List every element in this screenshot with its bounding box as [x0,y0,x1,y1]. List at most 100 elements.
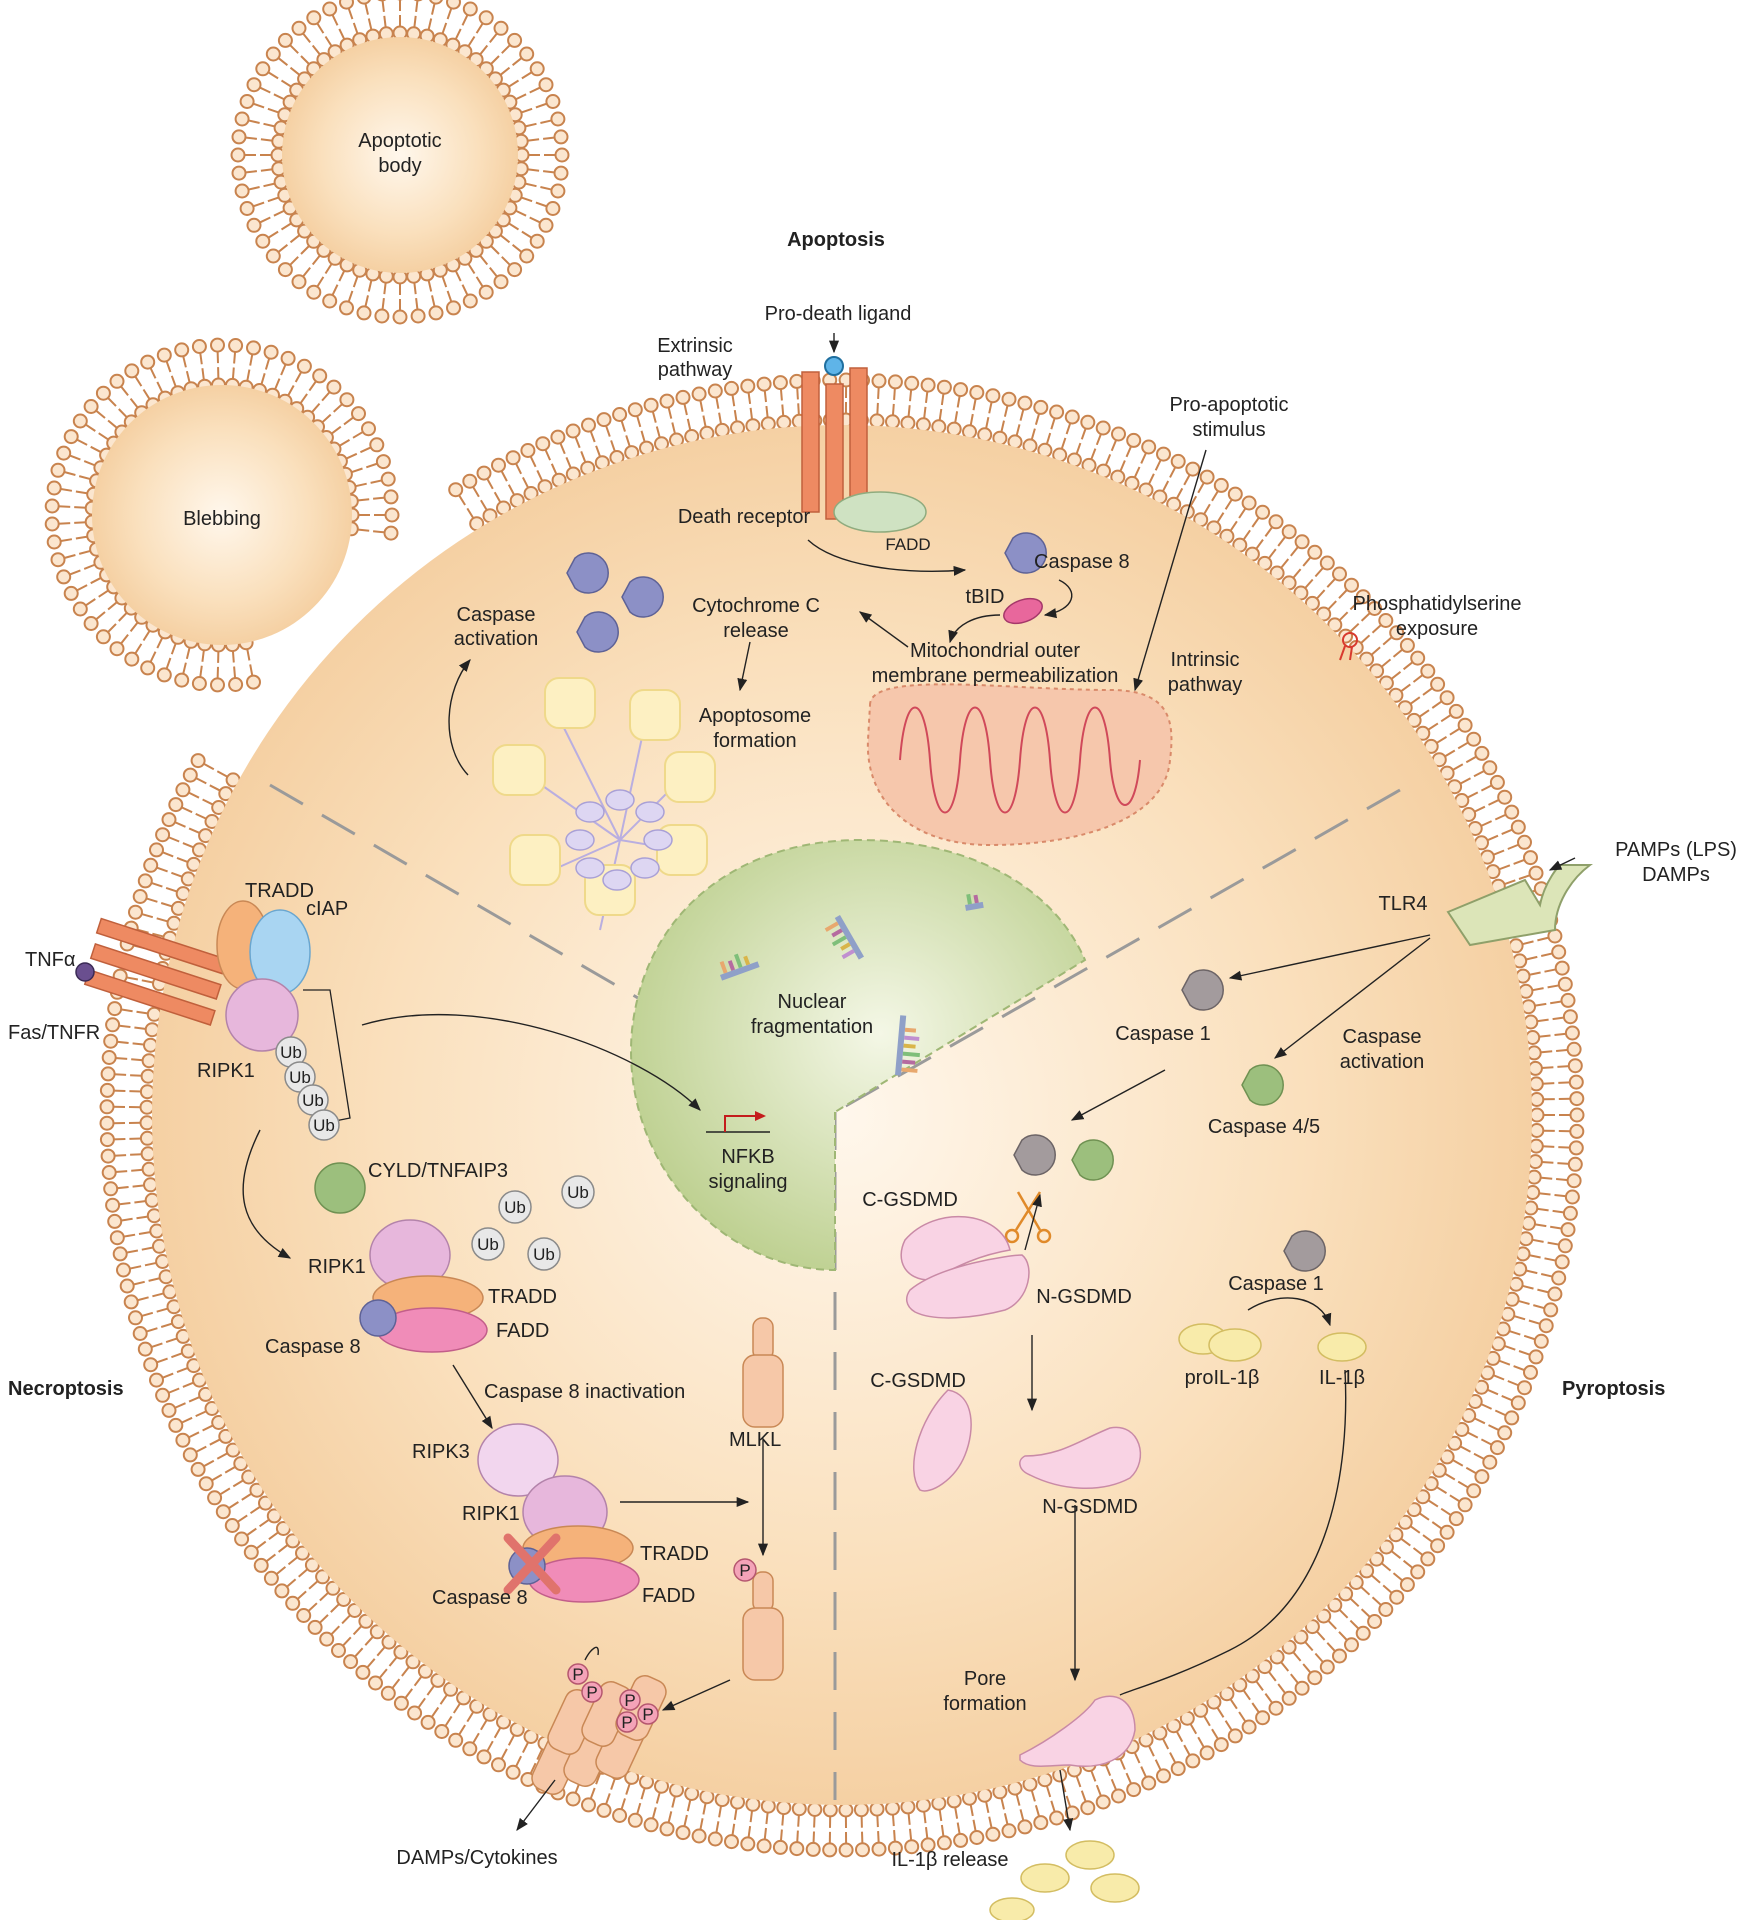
blebbing-label: Blebbing [183,508,261,530]
apoptotic-body-label-1: Apoptotic [358,130,441,152]
pathway-arrows [242,333,1576,1832]
ub-label-7: Ub [477,1235,499,1254]
extrinsic-pathway-label-2: pathway [658,359,733,381]
apoptosome-label-2: formation [713,730,796,752]
ripk1-top-label: RIPK1 [197,1060,255,1082]
pro-death-ligand-icon [824,356,844,376]
caspase-activation-right-label-1: Caspase [1343,1026,1422,1048]
tnfa-label: TNFα [25,949,75,971]
phosphate-groups [567,1663,659,1733]
caspase8-low-label: Caspase 8 [432,1587,528,1609]
tbid-icon [1003,597,1043,625]
nfkb-label-2: signaling [709,1171,788,1193]
pamps-label-1: PAMPs (LPS) [1615,839,1737,861]
fas-tnfr-label: Fas/TNFR [8,1022,100,1044]
nuclear-fragmentation-label-1: Nuclear [778,991,847,1013]
il1b-release-label: IL-1β release [891,1849,1008,1871]
c-gsdmd-fragment [913,1389,972,1492]
tradd-low-label: TRADD [640,1543,709,1565]
ub-label-5: Ub [504,1198,526,1217]
p-label-1: P [572,1665,583,1684]
c-gsdmd-b-label: C-GSDMD [870,1370,966,1392]
dna-fragments [719,893,984,1076]
pore-formation-label-1: Pore [964,1668,1006,1690]
apoptosis-heading: Apoptosis [787,229,885,251]
intrinsic-pathway-label-1: Intrinsic [1171,649,1240,671]
pamps-label-2: DAMPs [1642,864,1710,886]
ub-label-3: Ub [302,1091,324,1110]
pyroptosis-heading: Pyroptosis [1562,1378,1665,1400]
fadd-low-label: FADD [642,1585,695,1607]
complex-ii [359,1219,488,1353]
phosphatidylserine-label-1: Phosphatidylserine [1353,593,1522,615]
ub-label-6: Ub [567,1183,589,1202]
phosphatidylserine-label-2: exposure [1396,618,1478,640]
ubiquitin-chain [275,1036,595,1271]
fadd-mid-label: FADD [496,1320,549,1342]
ub-label-1: Ub [280,1043,302,1062]
tlr4-receptor [1446,864,1593,947]
nuclear-fragmentation-label-2: fragmentation [751,1016,873,1038]
mitochondrion [866,683,1173,847]
ub-label-4: Ub [313,1116,335,1135]
p-label-3: P [624,1691,635,1710]
cyld-tnfaip3-icon [314,1162,366,1214]
p-label-mlkl: P [739,1561,750,1580]
pro-apoptotic-stimulus-label-2: stimulus [1192,419,1265,441]
tbid-label: tBID [966,586,1005,608]
gsdmd-pore [1019,1695,1136,1767]
caspase-activation-top-label-1: Caspase [457,604,536,626]
caspase8-mid-label: Caspase 8 [265,1336,361,1358]
cytochrome-c-label-2: release [723,620,789,642]
n-gsdmd-a-label: N-GSDMD [1036,1286,1132,1308]
pore-formation-label-2: formation [943,1693,1026,1715]
caspase-icons-pyroptosis [1013,969,1326,1272]
p-label-2: P [586,1683,597,1702]
apoptotic-body-interior [282,37,518,273]
pro-apoptotic-stimulus-label-1: Pro-apoptotic [1170,394,1289,416]
caspase-activation-top-label-2: activation [454,628,539,650]
apoptotic-body-label-2: body [378,155,421,177]
caspase8-inactivation-label: Caspase 8 inactivation [484,1381,685,1403]
nfkb-label-1: NFKB [721,1146,774,1168]
tnf-receptor-complex [83,900,351,1123]
il1b-label: IL-1β [1319,1367,1365,1389]
mlkl-protein [742,1317,784,1428]
caspase1-a-label: Caspase 1 [1115,1023,1211,1045]
ub-label-2: Ub [289,1068,311,1087]
inactivation-x-icon [503,1533,561,1595]
caspase-activation-right-label-2: activation [1340,1051,1425,1073]
tradd-mid-label: TRADD [488,1286,557,1308]
n-gsdmd-fragment [1019,1426,1141,1490]
nucleus [630,838,1087,1272]
fadd-top-label: FADD [885,535,930,554]
prol1b-label: proIL-1β [1185,1367,1260,1389]
momp-label-2: membrane permeabilization [872,665,1119,687]
caspase-icons-apoptosis [566,532,1047,653]
cytochrome-c-label-1: Cytochrome C [692,595,820,617]
c-gsdmd-a-label: C-GSDMD [862,1189,958,1211]
ripk1-low-label: RIPK1 [462,1503,520,1525]
nfkb-promoter [706,1111,770,1133]
phosphatidylserine-icon [1339,632,1358,661]
necroptosis-heading: Necroptosis [8,1378,124,1400]
death-receptor-label: Death receptor [678,506,811,528]
extrinsic-pathway-label-1: Extrinsic [657,335,733,357]
pro-death-ligand-label: Pro-death ligand [765,303,912,325]
damps-cytokines-label: DAMPs/Cytokines [396,1847,557,1869]
intrinsic-pathway-label-2: pathway [1168,674,1243,696]
cyld-label: CYLD/TNFAIP3 [368,1160,508,1182]
caspase1-b-label: Caspase 1 [1228,1273,1324,1295]
momp-label-1: Mitochondrial outer [910,640,1080,662]
ripk1-mid-label: RIPK1 [308,1256,366,1278]
ripk3-label: RIPK3 [412,1441,470,1463]
apoptosome [492,677,716,931]
p-label-4: P [642,1705,653,1724]
tradd-top-label: TRADD [245,880,314,902]
p-label-5: P [621,1713,632,1732]
tlr4-label: TLR4 [1379,893,1428,915]
apoptosome-label-1: Apoptosome [699,705,811,727]
cell-membranes [44,0,1585,1858]
tnfa-ligand-icon [75,962,95,982]
